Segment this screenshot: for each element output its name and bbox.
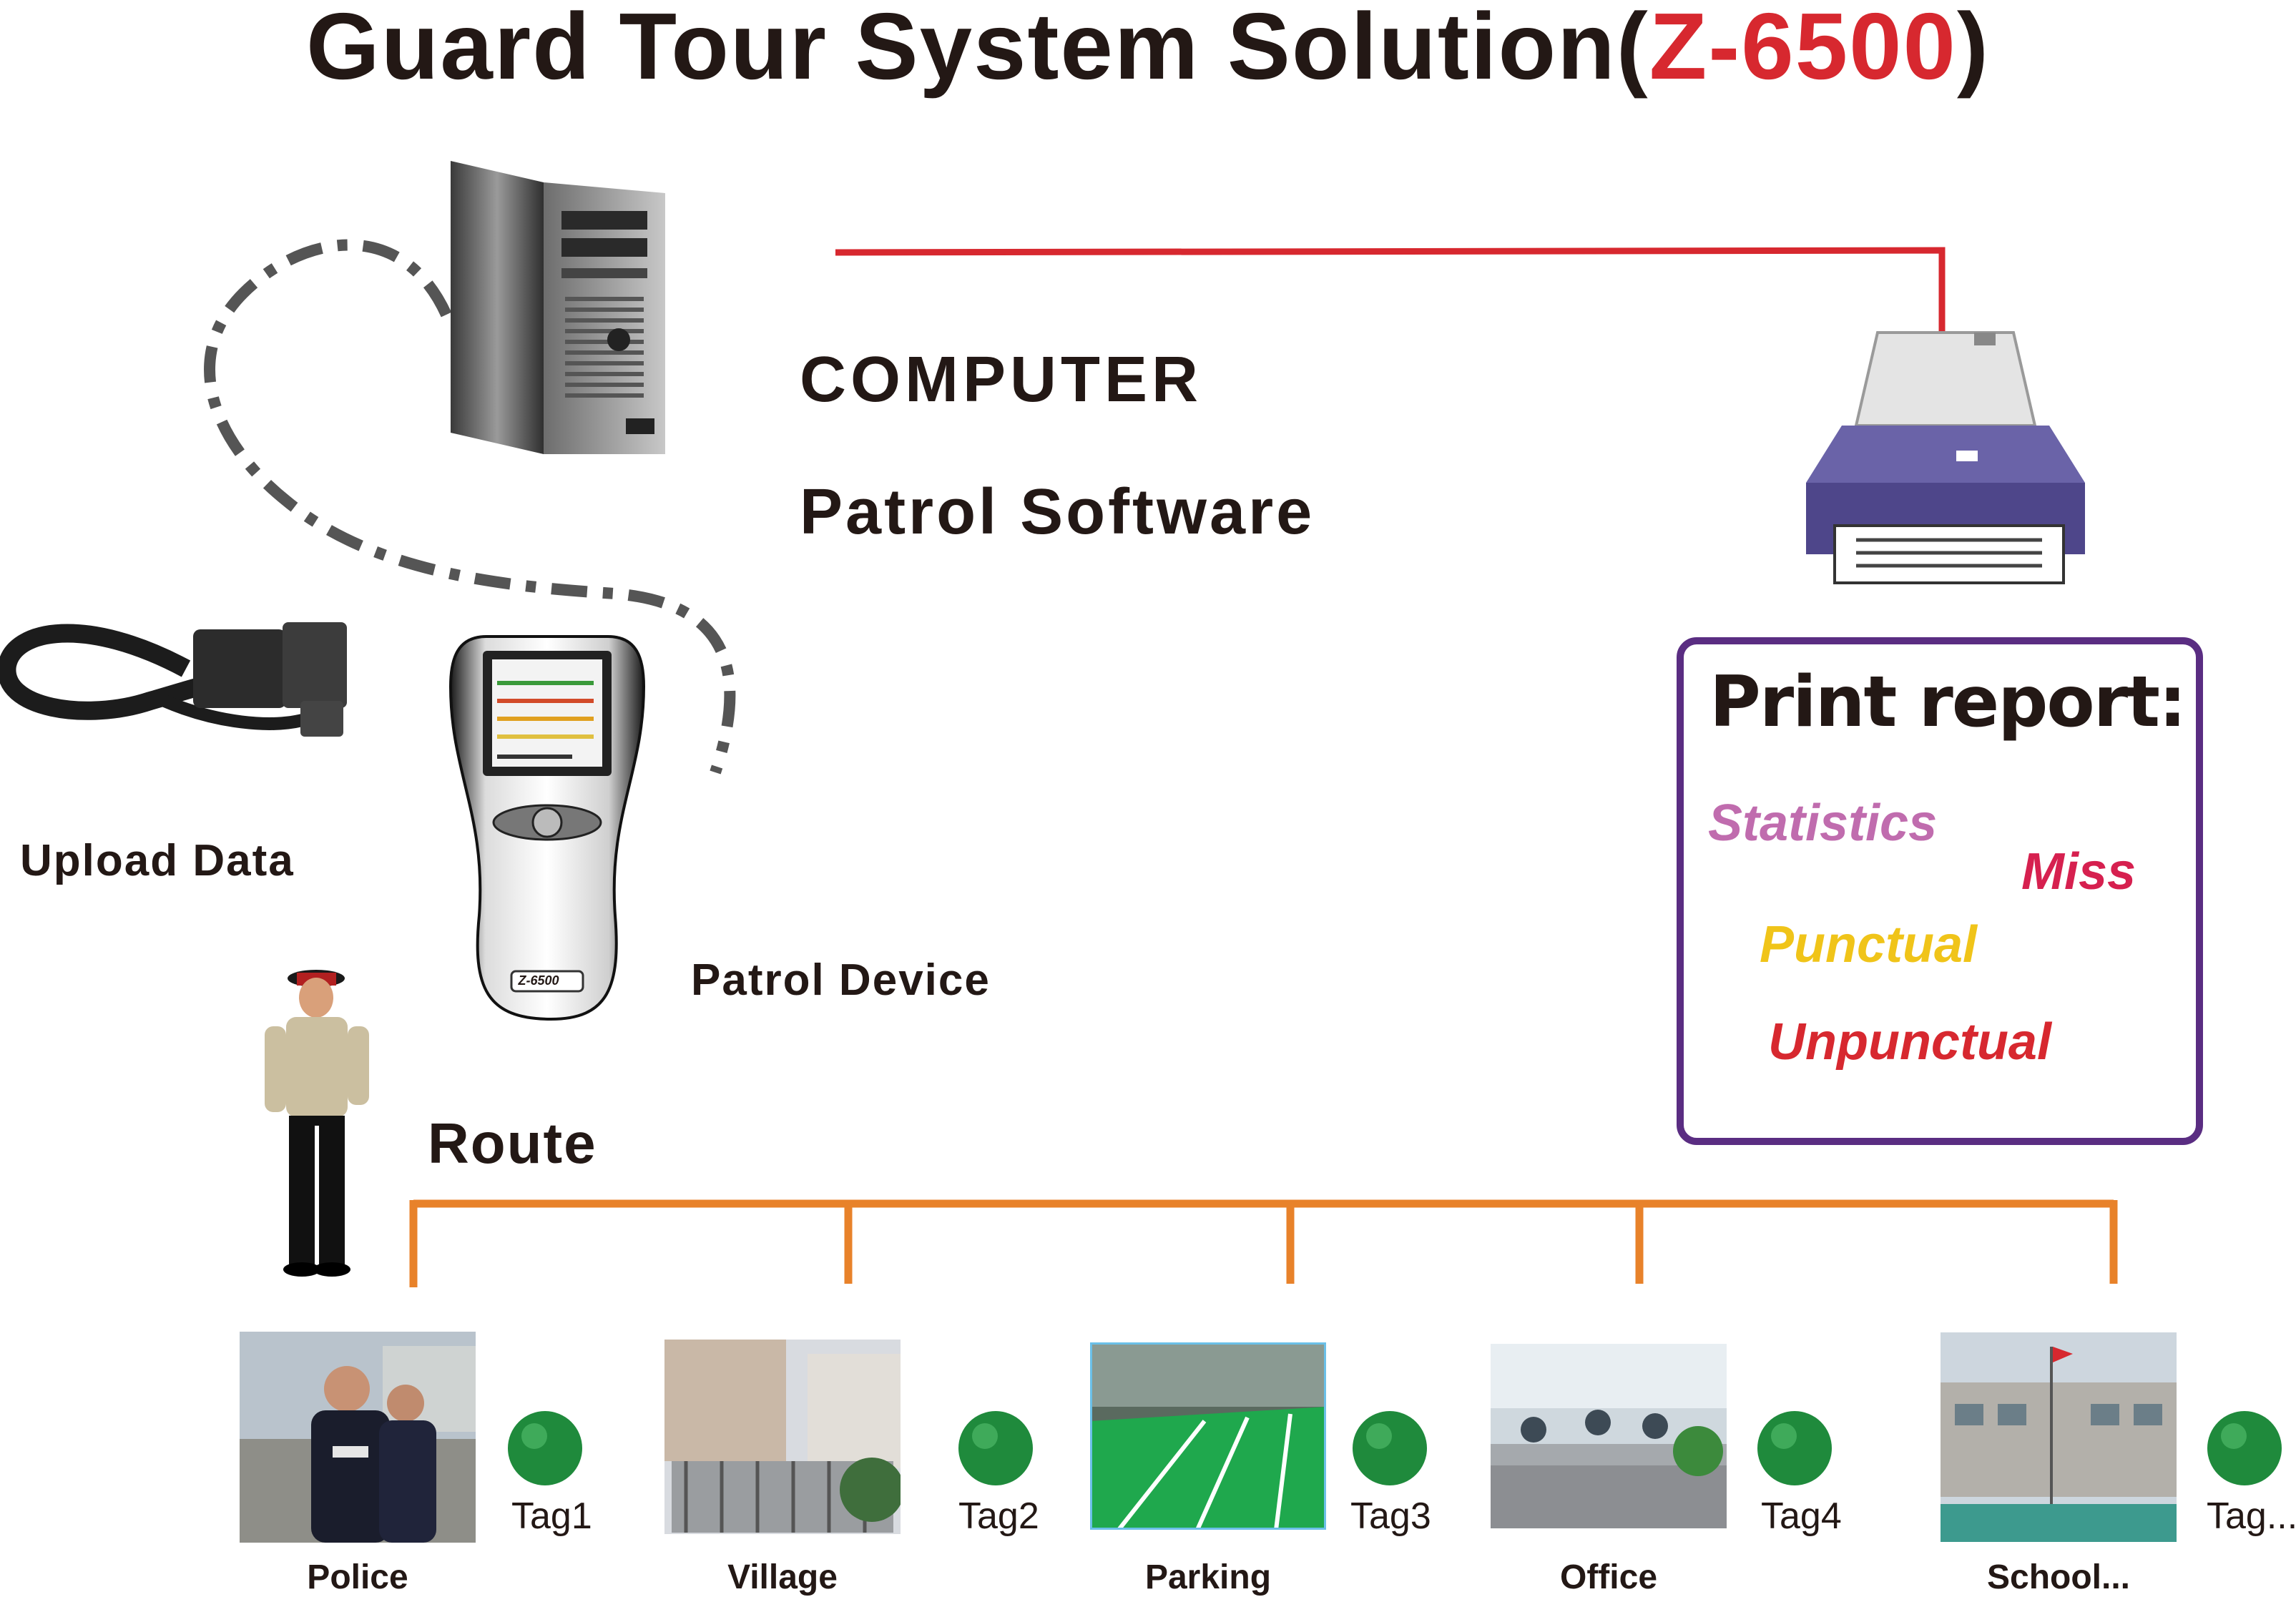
- patrol-device-label: Patrol Device: [691, 955, 991, 1005]
- printer-icon: [1806, 331, 2085, 584]
- photo-school: [1941, 1332, 2177, 1542]
- report-item-unpunctual: Unpunctual: [1768, 1013, 2051, 1071]
- location-label-office: Office: [1559, 1558, 1658, 1596]
- upload-cable: [204, 239, 736, 775]
- tag4-icon: [1757, 1411, 1832, 1485]
- photo-office: [1491, 1344, 1727, 1528]
- print-report-box: [1677, 637, 2203, 1145]
- printer-connection-line: [835, 247, 1946, 333]
- tag3-icon: [1353, 1411, 1427, 1485]
- report-item-miss: Miss: [2021, 843, 2136, 900]
- tag3-label: Tag3: [1350, 1495, 1431, 1537]
- tag2-label: Tag2: [958, 1495, 1039, 1537]
- guard-figure-icon: [265, 970, 369, 1277]
- location-label-village: Village: [727, 1558, 838, 1596]
- location-label-school: School...: [1986, 1558, 2130, 1596]
- patrol-device-icon: [448, 635, 646, 1021]
- route-label: Route: [428, 1111, 597, 1175]
- page-title: Guard Tour System Solution(Z-6500): [0, 0, 2296, 94]
- computer-tower-icon: [451, 161, 665, 454]
- upload-data-label: Upload Data: [20, 836, 295, 885]
- computer-label: COMPUTER: [800, 344, 1202, 416]
- tag5-icon: [2207, 1411, 2282, 1485]
- report-title: Print report:: [1709, 662, 2187, 743]
- route-bracket: [409, 1199, 2118, 1287]
- model-number: Z-6500: [1649, 0, 1957, 99]
- photo-parking: [1090, 1342, 1326, 1530]
- tag4-label: Tag4: [1761, 1495, 1842, 1537]
- photo-police: [240, 1332, 476, 1543]
- software-label: Patrol Software: [800, 476, 1315, 548]
- serial-cable-icon: [0, 622, 347, 737]
- report-item-statistics: Statistics: [1708, 795, 1938, 852]
- device-model-label: Z-6500: [518, 973, 559, 988]
- location-label-police: Police: [307, 1558, 408, 1596]
- location-label-parking: Parking: [1144, 1558, 1272, 1596]
- tag5-label: Tag...: [2207, 1495, 2296, 1537]
- tag1-label: Tag1: [511, 1495, 592, 1537]
- tag2-icon: [958, 1411, 1033, 1485]
- photo-village: [664, 1340, 901, 1534]
- tag1-icon: [508, 1411, 582, 1485]
- report-item-punctual: Punctual: [1760, 916, 1978, 973]
